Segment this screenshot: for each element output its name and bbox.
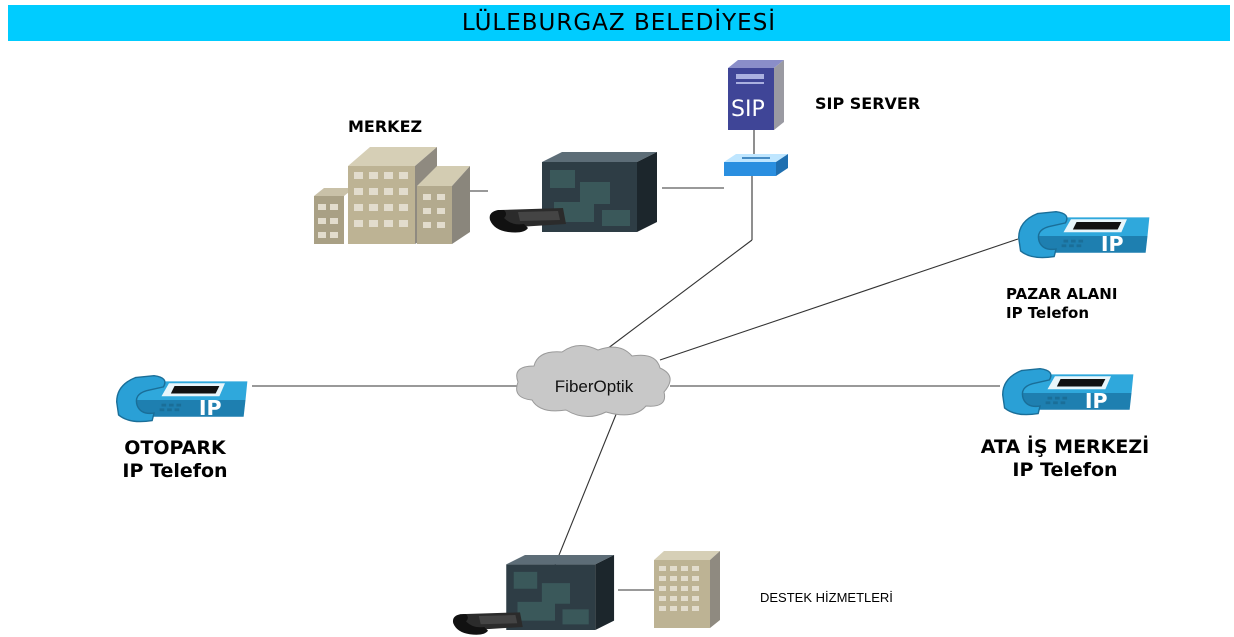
desk-phone-icon-destek [452,612,523,635]
diagram-title: LÜLEBURGAZ BELEDİYESİ [461,10,777,36]
label-pazar-line1: PAZAR ALANI [1006,285,1118,303]
label-ata-line1: ATA İŞ MERKEZİ [980,436,1150,458]
label-ata: ATA İŞ MERKEZİ IP Telefon [950,436,1180,482]
link-cloud-pazar [659,238,1019,361]
switch-icon [724,154,788,176]
ip-phone-icon-ata [1001,367,1135,416]
label-otopark-line1: OTOPARK [124,437,226,459]
title-bar: LÜLEBURGAZ BELEDİYESİ [8,5,1230,41]
sip-server-icon: SIP [728,60,784,130]
label-merkez: MERKEZ [348,117,423,136]
cloud-icon: FiberOptik [516,345,671,417]
label-sip-server: SIP SERVER [815,94,921,113]
label-ata-line2: IP Telefon [1012,459,1118,481]
label-destek: DESTEK HİZMETLERİ [760,590,893,605]
ip-phone-icon-otopark [115,374,249,423]
connections [252,124,1019,591]
label-pazar-line2: IP Telefon [1006,304,1090,322]
ip-phone-icon-pazar [1017,210,1151,259]
building-icon-destek [654,551,720,628]
link-switch-cloud [602,239,753,353]
cloud-label: FiberOptik [555,377,634,396]
label-otopark-line2: IP Telefon [122,460,228,482]
sip-logo: SIP [731,97,765,122]
label-otopark: OTOPARK IP Telefon [100,437,250,483]
building-icon [314,147,470,244]
link-cloud-destek [554,411,618,566]
pbx-icon-destek [506,555,615,630]
label-pazar: PAZAR ALANI IP Telefon [1006,285,1117,323]
